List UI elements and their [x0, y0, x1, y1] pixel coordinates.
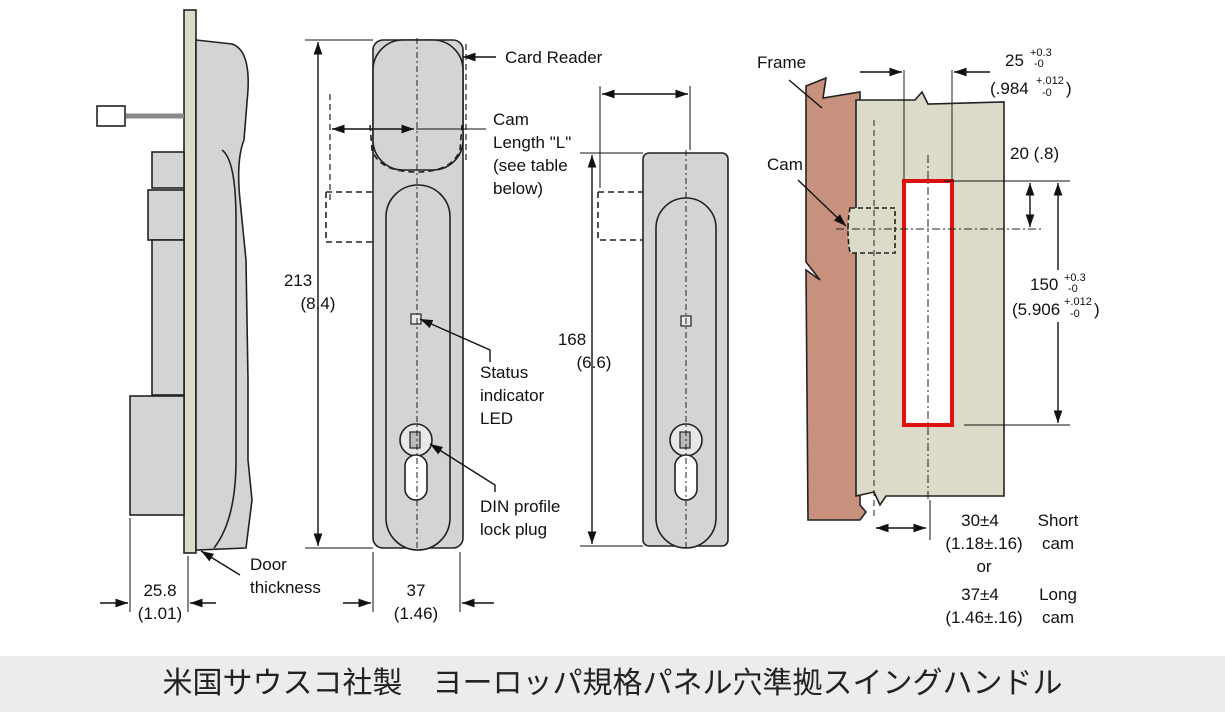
label-cam-length-3: (see table: [493, 156, 568, 175]
panel-cutout-view: [805, 70, 1042, 521]
label-door-2: thickness: [250, 578, 321, 597]
label-long-1: Long: [1039, 585, 1077, 604]
dim-20-value: 20 (.8): [1010, 144, 1059, 163]
front2-cam-dashed: [597, 191, 643, 241]
caption-bar: 米国サウスコ社製 ヨーロッパ規格パネル穴準拠スイングハンドル: [0, 656, 1225, 712]
handle-technical-drawing: Card Reader Cam Length "L" (see table be…: [96, 9, 1100, 627]
label-long-2: cam: [1042, 608, 1074, 627]
dim-5906-tol-plus: +.012: [1064, 296, 1092, 308]
label-short-1: Short: [1038, 511, 1079, 530]
dim-25-tol-minus: -0: [1034, 58, 1044, 70]
dim-213-inch: (8.4): [301, 294, 336, 313]
front-view-card-reader: [325, 38, 467, 551]
side-view: [96, 9, 253, 554]
front-view-standard: [597, 150, 729, 550]
side-block-base: [129, 395, 185, 516]
frame-section: [805, 76, 868, 521]
side-handle-contour: [213, 149, 237, 549]
cable-connector: [96, 105, 126, 127]
front1-handle-grip: [385, 184, 451, 551]
front1-cam-dashed: [325, 191, 373, 243]
dim-25-tol-plus: +0.3: [1030, 47, 1052, 59]
dim-37-value: 37: [407, 581, 426, 600]
dimension-lines: [100, 39, 1070, 612]
dim-25-value: 25: [1005, 51, 1024, 70]
label-door-1: Door: [250, 555, 287, 574]
dim-or: or: [976, 557, 991, 576]
dim-150-tol-plus: +0.3: [1064, 272, 1086, 284]
dim-long-inch: (1.46±.16): [945, 608, 1022, 627]
side-block-lower: [151, 239, 185, 396]
label-cam-length-1: Cam: [493, 110, 529, 129]
label-din-1: DIN profile: [480, 497, 560, 516]
dim-37-inch: (1.46): [394, 604, 438, 623]
dim-984-close: ): [1066, 79, 1072, 98]
label-din-2: lock plug: [480, 520, 547, 539]
label-cam-length-4: below): [493, 179, 543, 198]
dim-168-value: 168: [558, 330, 586, 349]
side-handle-profile: [195, 39, 253, 551]
dim-984-value: (.984: [990, 79, 1029, 98]
dim-5906-value: (5.906: [1012, 300, 1060, 319]
side-block-upper: [151, 151, 185, 189]
label-cam: Cam: [767, 155, 803, 174]
dim-short-inch: (1.18±.16): [945, 534, 1022, 553]
label-card-reader: Card Reader: [505, 48, 603, 67]
din-profile-slot: [404, 454, 428, 501]
dim-150-value: 150: [1030, 275, 1058, 294]
label-status-2: indicator: [480, 386, 545, 405]
label-short-2: cam: [1042, 534, 1074, 553]
card-reader-head: [372, 39, 464, 171]
cutout-cam-dashed: [847, 207, 896, 254]
label-status-3: LED: [480, 409, 513, 428]
text-labels: Card Reader Cam Length "L" (see table be…: [138, 47, 1100, 627]
front1-swing-dashed: [369, 124, 463, 173]
dim-984-tol-plus: +.012: [1036, 75, 1064, 87]
dim-25-8-inch: (1.01): [138, 604, 182, 623]
dim-5906-close: ): [1094, 300, 1100, 319]
door-plate: [183, 9, 197, 554]
dim-5906-tol-minus: -0: [1070, 308, 1080, 320]
dim-long-value: 37±4: [961, 585, 999, 604]
dim-168-inch: (6.6): [577, 353, 612, 372]
side-block-mid: [147, 189, 185, 241]
label-status-1: Status: [480, 363, 528, 382]
label-frame: Frame: [757, 53, 806, 72]
dim-short-value: 30±4: [961, 511, 999, 530]
status-led: [410, 313, 422, 325]
label-cam-length-2: Length "L": [493, 133, 571, 152]
dim-213-value: 213: [284, 271, 312, 290]
dim-25-8-value: 25.8: [143, 581, 176, 600]
dim-150-tol-minus: -0: [1068, 283, 1078, 295]
lock-key-slot: [409, 431, 421, 449]
dim-984-tol-minus: -0: [1042, 87, 1052, 99]
